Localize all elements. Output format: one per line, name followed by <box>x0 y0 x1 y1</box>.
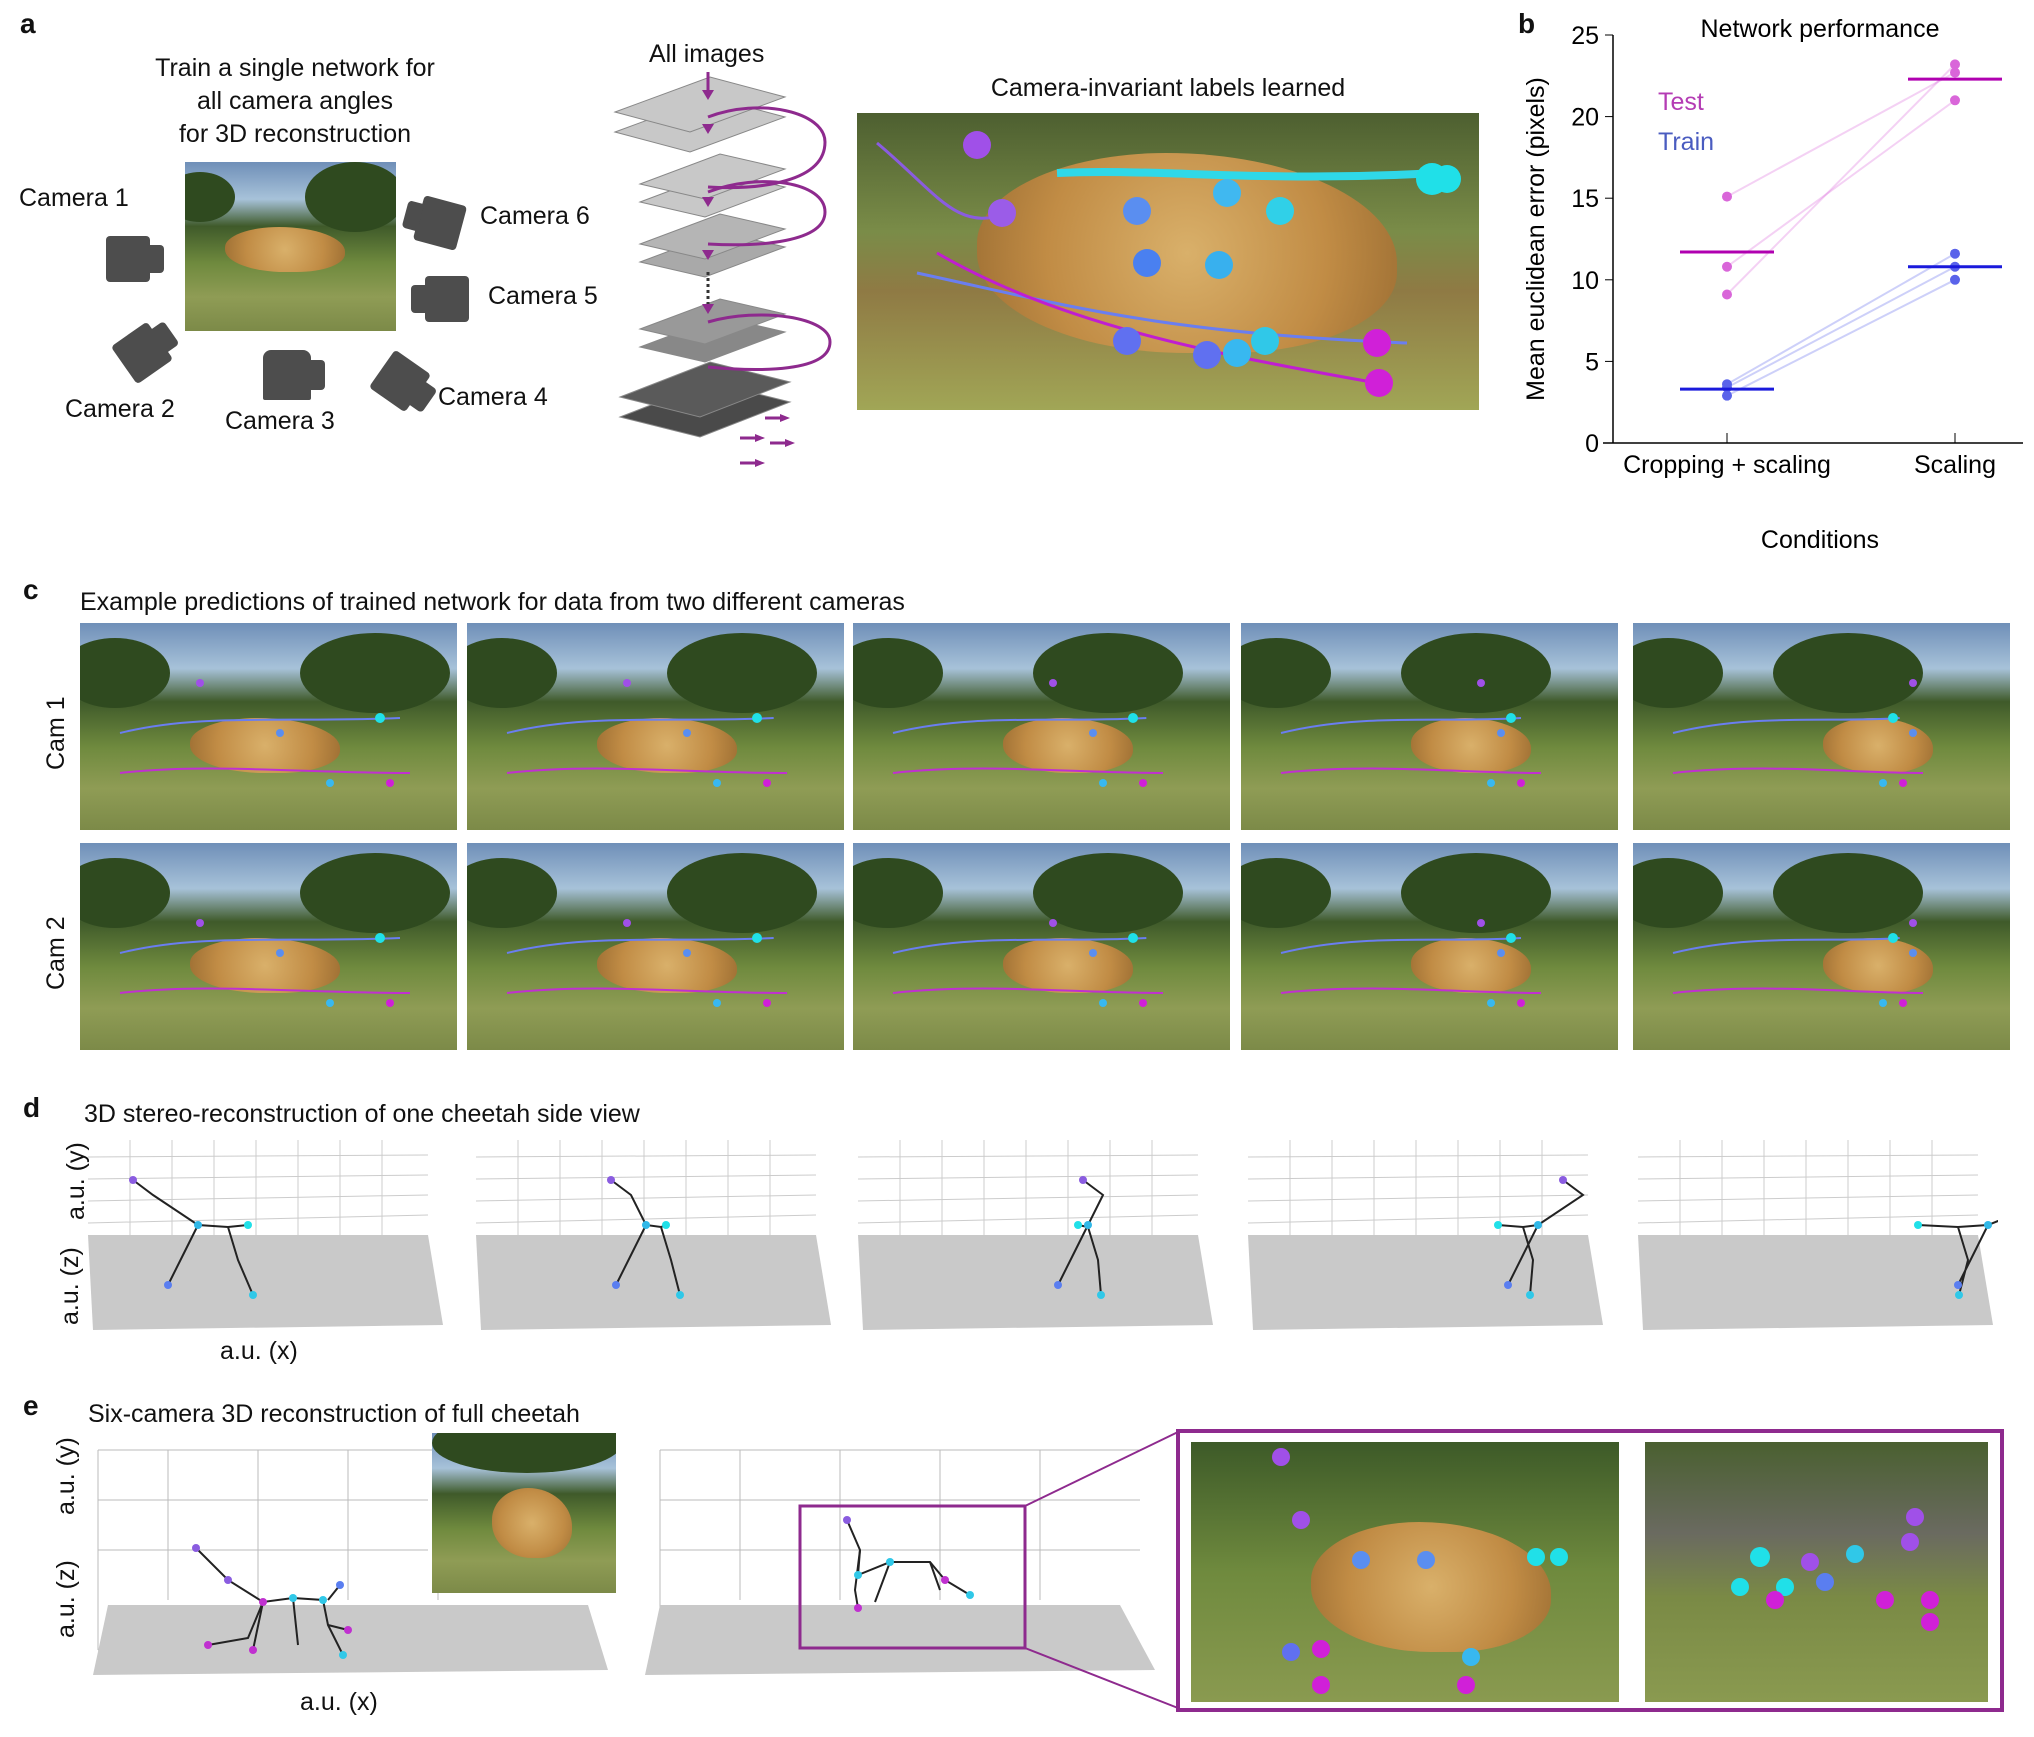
zoomed-photo-1 <box>1191 1442 1619 1702</box>
y-tick-label: 10 <box>1571 267 1599 295</box>
side-view-3d-plot-4 <box>1247 1135 1608 1335</box>
prediction-frame-cam2-3 <box>853 843 1230 1050</box>
y-tick-label: 15 <box>1571 185 1599 213</box>
panel-label-e: e <box>23 1390 39 1421</box>
side-view-3d-plot-1 <box>87 1135 448 1335</box>
cheetah-inset-photo <box>432 1433 616 1593</box>
camera-4-label: Camera 4 <box>438 383 548 411</box>
prediction-frame-cam2-4 <box>1241 843 1618 1050</box>
zoomed-photo-2 <box>1645 1442 1988 1702</box>
cheetah-photo <box>185 162 396 331</box>
panel-d-title: 3D stereo-reconstruction of one cheetah … <box>84 1100 640 1128</box>
zoom-connector-lines <box>1024 1431 1179 1709</box>
axis-label-x: a.u. (x) <box>220 1337 298 1365</box>
axis-label-z: a.u. (z) <box>52 1560 80 1638</box>
data-point-test <box>1722 191 1732 202</box>
chart-title: Network performance <box>1701 15 1940 43</box>
data-point-test <box>1950 59 1960 70</box>
panel-e-title: Six-camera 3D reconstruction of full che… <box>88 1400 580 1428</box>
paired-line-test <box>1726 99 1956 268</box>
data-point-train <box>1722 390 1732 401</box>
camera-3-icon <box>263 350 325 400</box>
y-axis-label: Mean euclidean error (pixels) <box>1522 77 1550 401</box>
camera-5-icon <box>425 276 469 322</box>
paired-line-train <box>1726 265 1956 389</box>
panel-label-d: d <box>23 1092 41 1123</box>
axis-label-z: a.u. (z) <box>56 1247 84 1325</box>
camera-6-label: Camera 6 <box>480 202 590 230</box>
labeled-cheetah-photo <box>857 113 1479 410</box>
prediction-frame-cam1-4 <box>1241 623 1618 830</box>
paired-line-train <box>1726 278 1956 397</box>
title-line: Train a single network for <box>155 54 435 82</box>
data-point-test <box>1950 67 1960 78</box>
camera-1-label: Camera 1 <box>19 184 129 212</box>
camera-invariant-title: Camera-invariant labels learned <box>990 74 1346 102</box>
all-images-label: All images <box>649 40 765 68</box>
axis-label-y: a.u. (y) <box>62 1142 90 1220</box>
zoomed-frame <box>1176 1429 2004 1712</box>
panel-a-title: Train a single network for all camera an… <box>130 52 460 151</box>
paired-line-test <box>1726 71 1956 198</box>
data-point-test <box>1722 261 1732 272</box>
prediction-frame-cam1-2 <box>467 623 844 830</box>
title-line: for 3D reconstruction <box>178 120 412 148</box>
camera-4-icon <box>368 349 432 413</box>
title-line: all camera angles <box>197 87 393 115</box>
full-cheetah-3d-plot-2 <box>645 1449 1155 1675</box>
image-stack-diagram <box>613 72 832 467</box>
x-tick-label: Scaling <box>1914 451 1996 479</box>
panel-c-title: Example predictions of trained network f… <box>80 588 905 616</box>
panel-label-c: c <box>23 574 39 605</box>
legend-train: Train <box>1658 128 1714 156</box>
camera-6-icon <box>412 195 468 251</box>
panel-label-b: b <box>1518 8 1536 39</box>
x-tick-label: Cropping + scaling <box>1623 451 1831 479</box>
prediction-frame-cam1-3 <box>853 623 1230 830</box>
prediction-frame-cam2-5 <box>1633 843 2010 1050</box>
camera-2-label: Camera 2 <box>65 395 175 423</box>
axis-label-x: a.u. (x) <box>300 1688 378 1716</box>
data-point-train <box>1950 274 1960 285</box>
prediction-frame-cam1-5 <box>1633 623 2010 830</box>
data-point-train <box>1950 248 1960 259</box>
camera-5-label: Camera 5 <box>488 282 598 310</box>
camera-1-icon <box>106 236 164 282</box>
prediction-frame-cam1-1 <box>80 623 457 830</box>
row-label-cam-1: Cam 1 <box>42 696 70 770</box>
row-label-cam-2: Cam 2 <box>42 916 70 990</box>
data-point-test <box>1950 95 1960 106</box>
camera-3-label: Camera 3 <box>225 407 335 435</box>
side-view-3d-plot-5 <box>1637 1135 2034 1335</box>
panel-label-a: a <box>20 8 36 39</box>
y-tick-label: 0 <box>1585 430 1599 458</box>
side-view-3d-plot-2 <box>475 1135 836 1335</box>
legend-test: Test <box>1658 88 1704 116</box>
pose-keypoints-overlay <box>876 131 1461 397</box>
axis-label-y: a.u. (y) <box>52 1437 80 1515</box>
full-cheetah-3d-plot-1 <box>93 1449 608 1675</box>
y-tick-label: 5 <box>1585 348 1599 376</box>
paired-line-test <box>1726 63 1956 296</box>
x-axis-label: Conditions <box>1761 526 1879 554</box>
prediction-frame-cam2-2 <box>467 843 844 1050</box>
y-tick-label: 20 <box>1571 104 1599 132</box>
side-view-3d-plot-3 <box>857 1135 1218 1335</box>
y-tick-label: 25 <box>1571 22 1599 50</box>
paired-line-train <box>1726 252 1956 386</box>
camera-2-icon <box>110 321 174 385</box>
prediction-frame-cam2-1 <box>80 843 457 1050</box>
data-point-test <box>1722 289 1732 300</box>
